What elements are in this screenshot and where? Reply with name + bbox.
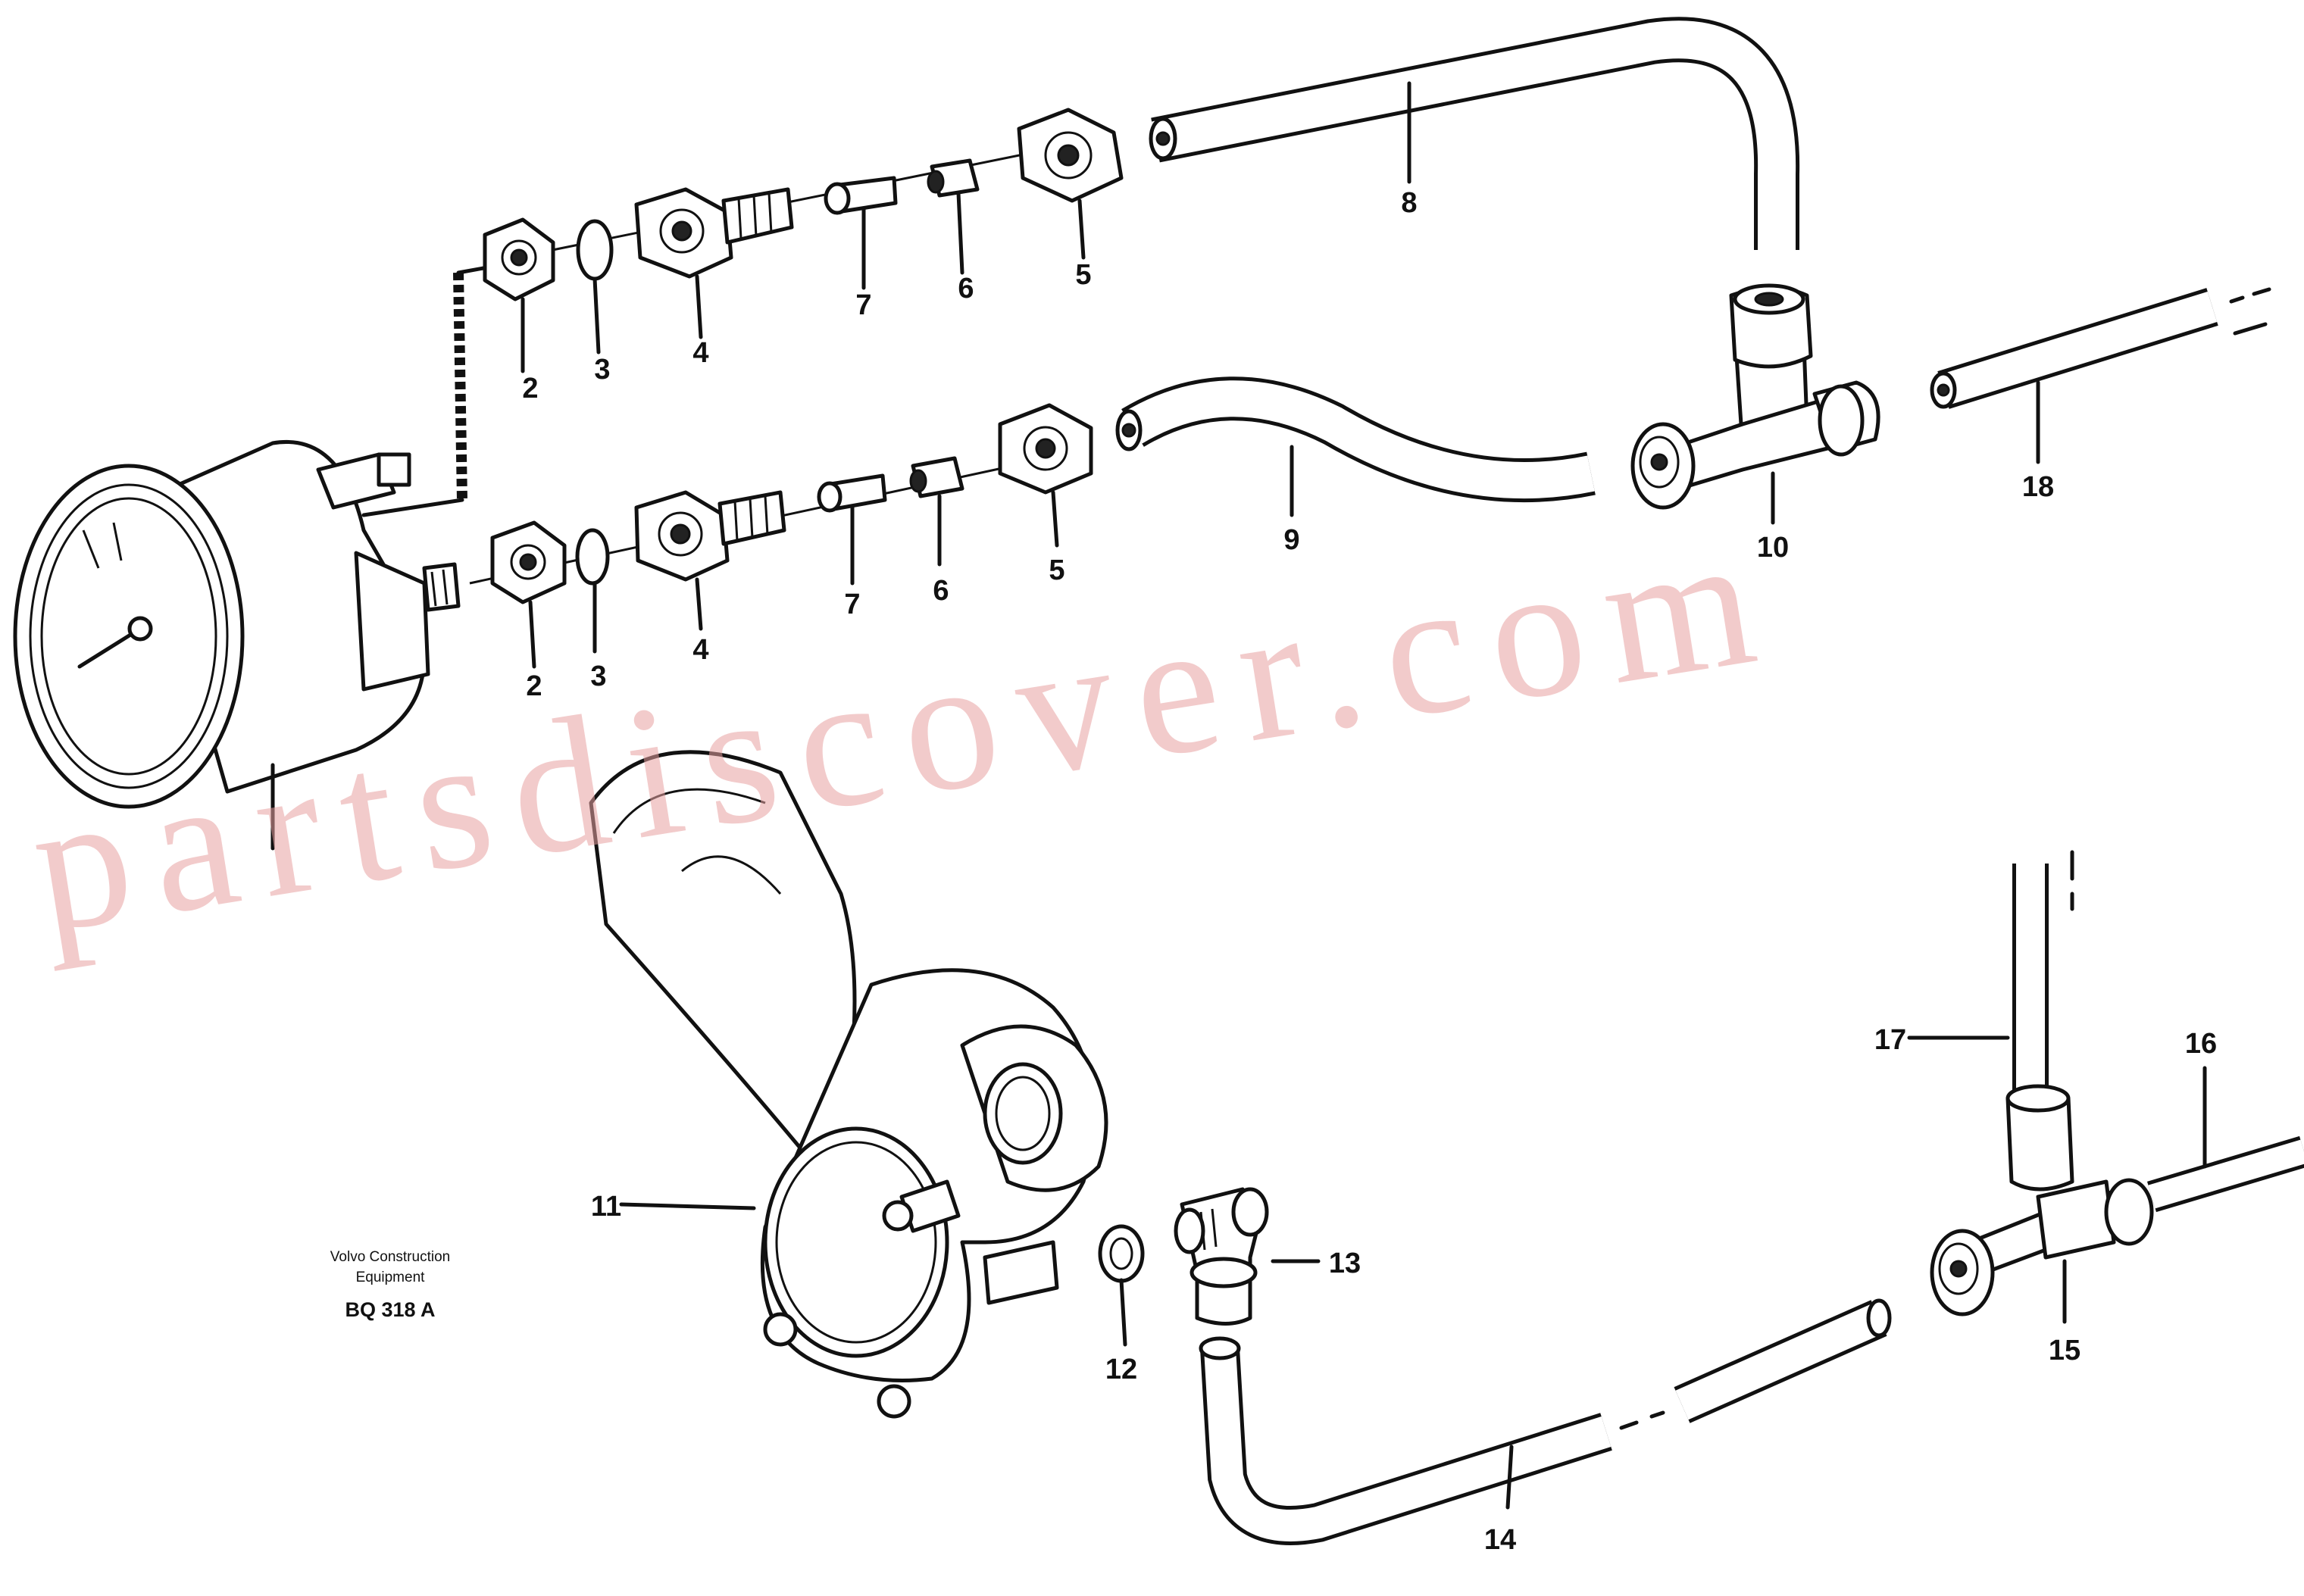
pipe-8 — [1149, 17, 1800, 250]
adapter-4-lower — [634, 490, 786, 582]
label-14: 14 — [1484, 1524, 1516, 1556]
tee-connector-15 — [1930, 850, 2304, 1316]
label-7-upper: 7 — [855, 289, 871, 321]
label-2-lower: 2 — [526, 670, 542, 702]
callout-labels: 2 3 4 7 6 5 8 2 3 4 7 6 5 9 10 18 11 12 … — [522, 187, 2217, 1556]
caption-block: Volvo Construction Equipment BQ 318 A — [330, 1249, 450, 1321]
label-5-upper: 5 — [1075, 259, 1091, 291]
nut-2-lower — [490, 520, 567, 604]
caption-line1: Volvo Construction — [330, 1249, 450, 1265]
air-horn-11 — [589, 750, 1108, 1419]
label-16: 16 — [2185, 1028, 2217, 1060]
label-6-lower: 6 — [933, 575, 949, 607]
label-4-lower: 4 — [692, 634, 708, 666]
label-8: 8 — [1401, 187, 1417, 219]
label-17: 17 — [1874, 1024, 1906, 1056]
ferrule-6-lower — [909, 456, 964, 498]
label-13: 13 — [1329, 1248, 1361, 1279]
label-18: 18 — [2022, 471, 2054, 503]
label-3-lower: 3 — [590, 661, 606, 692]
label-11: 11 — [591, 1191, 621, 1223]
label-6-upper: 6 — [958, 273, 974, 305]
upper-fitting-row — [483, 108, 1124, 301]
nut-2-upper — [483, 217, 555, 301]
label-5-lower: 5 — [1049, 554, 1064, 586]
label-4-upper: 4 — [692, 337, 708, 369]
insert-7-lower — [817, 473, 887, 513]
leader-lines — [521, 81, 2207, 1510]
tee-connector-10 — [1630, 283, 1880, 510]
washer-12 — [1098, 1224, 1145, 1283]
hose-9 — [1115, 376, 1596, 503]
lower-fitting-row — [490, 403, 1093, 604]
o-ring-3-lower — [575, 528, 610, 586]
label-3-upper: 3 — [594, 354, 610, 386]
o-ring-3-upper — [576, 219, 614, 281]
caption-line2: Equipment — [356, 1270, 426, 1285]
label-9: 9 — [1283, 524, 1299, 556]
nut-5-lower — [998, 403, 1093, 495]
elbow-13 — [1174, 1187, 1269, 1326]
pressure-gauge — [13, 440, 461, 851]
drawing-code: BQ 318 A — [345, 1298, 435, 1321]
pipe-18 — [1930, 287, 2271, 409]
nut-5-upper — [1017, 108, 1124, 203]
label-12: 12 — [1105, 1354, 1137, 1385]
label-2-upper: 2 — [522, 373, 538, 404]
ferrule-6-upper — [927, 158, 980, 198]
label-15: 15 — [2049, 1335, 2080, 1366]
label-7-lower: 7 — [844, 589, 860, 620]
adapter-4-upper — [634, 187, 794, 279]
insert-7-upper — [824, 176, 898, 215]
pipe-14 — [1199, 1298, 1892, 1545]
label-10: 10 — [1757, 532, 1789, 564]
